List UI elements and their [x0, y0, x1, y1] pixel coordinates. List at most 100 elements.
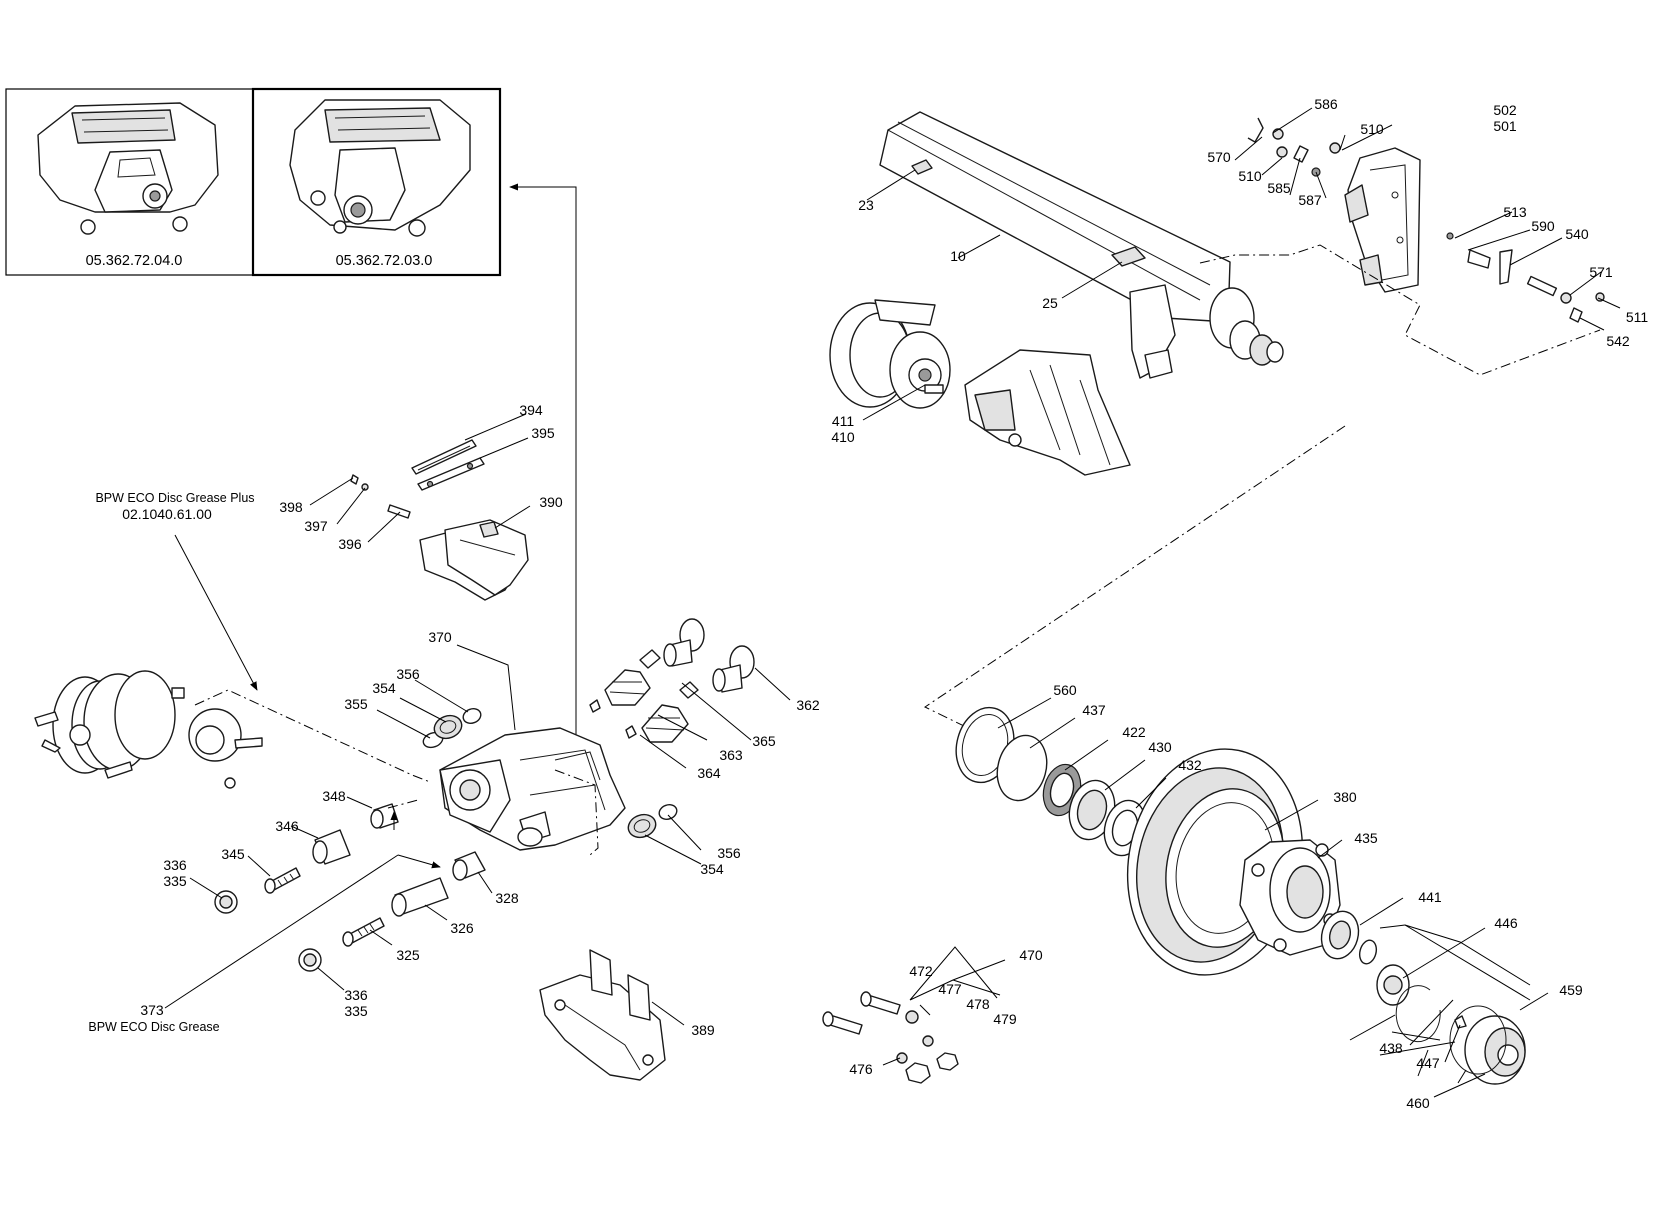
callout-394: 394 [519, 402, 543, 418]
tappet-lower [679, 645, 755, 699]
bushing-348 [370, 803, 399, 829]
pin-396 [350, 474, 411, 519]
callout-472: 472 [909, 963, 933, 979]
callout-labels: 586 502 501 510 570 510 585 587 23 513 5… [88, 96, 1648, 1111]
grease-leader [164, 854, 399, 1009]
bearing-430 [1068, 779, 1116, 841]
cap-336-lower [298, 948, 322, 972]
pad-spring-395 [417, 457, 485, 491]
callout-395: 395 [531, 425, 555, 441]
callout-362: 362 [796, 697, 820, 713]
grease-ref: 373 [140, 1002, 164, 1018]
callout-479: 479 [993, 1011, 1017, 1027]
grease-name: BPW ECO Disc Grease [88, 1020, 219, 1034]
callout-435: 435 [1354, 830, 1378, 846]
callout-411: 411 [832, 413, 855, 429]
boot-lower [625, 704, 689, 743]
callout-586: 586 [1314, 96, 1338, 112]
callout-446: 446 [1494, 915, 1518, 931]
callout-336b: 336 [344, 987, 368, 1003]
leader-lines [189, 107, 1621, 1098]
seal-set-upper [422, 708, 482, 749]
callout-364: 364 [697, 765, 721, 781]
callout-325: 325 [396, 947, 420, 963]
grease-plus-arrow [174, 534, 258, 691]
caliper-illustration-04 [37, 102, 219, 235]
washer-478 [896, 1035, 934, 1064]
callout-346: 346 [275, 818, 299, 834]
brake-chamber-left [34, 670, 263, 789]
callout-430: 430 [1148, 739, 1172, 755]
callout-441: 441 [1418, 889, 1442, 905]
callout-571: 571 [1589, 264, 1613, 280]
boot-upper [589, 669, 651, 713]
callout-335a: 335 [163, 873, 187, 889]
circlip-438 [1395, 985, 1441, 1043]
bolt-axis-upper [387, 799, 419, 809]
callout-398: 398 [279, 499, 303, 515]
callout-447: 447 [1416, 1055, 1440, 1071]
callout-365: 365 [752, 733, 776, 749]
callout-389: 389 [691, 1022, 715, 1038]
callout-380: 380 [1333, 789, 1357, 805]
bolt-325 [342, 917, 385, 947]
callout-355: 355 [344, 696, 368, 712]
seal-set-lower [627, 804, 678, 839]
callout-363: 363 [719, 747, 743, 763]
caliper-housing-370 [439, 727, 626, 851]
callout-478: 478 [966, 996, 990, 1012]
callout-397: 397 [304, 518, 328, 534]
nut-479 [905, 1052, 959, 1084]
callout-438: 438 [1379, 1040, 1403, 1056]
callout-432: 432 [1178, 757, 1202, 773]
assembly-link-left [194, 689, 431, 783]
pad-spring-394 [411, 439, 477, 475]
callout-370: 370 [428, 629, 452, 645]
brake-pads-390 [419, 519, 529, 601]
ring-437 [996, 734, 1048, 802]
callout-10: 10 [950, 248, 966, 264]
tappet-upper [639, 618, 705, 669]
caliper-mount-link [554, 769, 599, 856]
callout-348: 348 [322, 788, 346, 804]
callout-422: 422 [1122, 724, 1146, 740]
nut-446 [1376, 964, 1410, 1006]
callout-354a: 354 [372, 680, 396, 696]
callout-25: 25 [1042, 295, 1058, 311]
callout-336a: 336 [163, 857, 187, 873]
callout-345: 345 [221, 846, 245, 862]
callout-477: 477 [938, 981, 962, 997]
callout-513: 513 [1503, 204, 1527, 220]
dust-shield [1344, 147, 1421, 293]
bushing-328 [452, 851, 486, 881]
small-parts-top-right [1247, 117, 1605, 323]
callout-587: 587 [1298, 192, 1322, 208]
callout-23: 23 [858, 197, 874, 213]
inset-caliper-04[interactable]: 05.362.72.04.0 [5, 88, 254, 276]
sleeve-326 [391, 877, 449, 917]
callout-460: 460 [1406, 1095, 1430, 1111]
caliper-illustration-03 [289, 99, 471, 237]
callout-510b: 510 [1238, 168, 1262, 184]
callout-335b: 335 [344, 1003, 368, 1019]
callout-570: 570 [1207, 149, 1231, 165]
inset-part-no-04: 05.362.72.04.0 [86, 253, 183, 269]
carrier-389 [539, 949, 666, 1081]
callout-390: 390 [539, 494, 563, 510]
callout-396: 396 [338, 536, 362, 552]
assembly-link-hub [923, 425, 1346, 729]
cap-336-upper [214, 890, 238, 914]
hub-cap-459 [1449, 1005, 1526, 1085]
axle-beam [879, 111, 1284, 379]
callout-540: 540 [1565, 226, 1589, 242]
caliper-top [964, 349, 1131, 476]
callout-501: 501 [1493, 118, 1517, 134]
grease-plus-number: 02.1040.61.00 [122, 506, 212, 522]
inset-caliper-03[interactable]: 05.362.72.03.0 [251, 87, 502, 277]
callout-502: 502 [1493, 102, 1517, 118]
callout-590: 590 [1531, 218, 1555, 234]
wheel-bolt-472 [822, 991, 901, 1035]
callout-356b: 356 [717, 845, 741, 861]
callout-470: 470 [1019, 947, 1043, 963]
